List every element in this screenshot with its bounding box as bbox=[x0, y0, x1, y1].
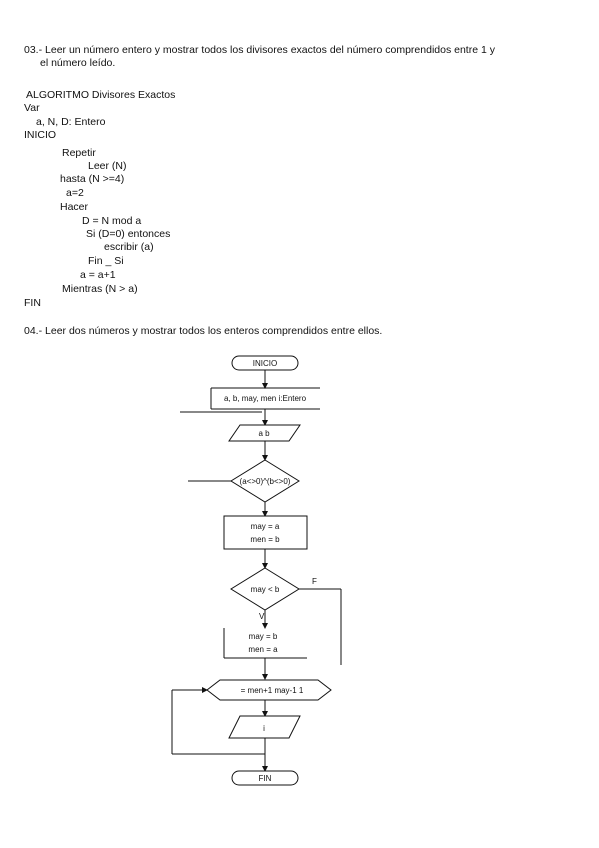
loop-label: = men+1 may-1 1 bbox=[241, 686, 304, 695]
exercise-3-heading: 03.- Leer un número entero y mostrar tod… bbox=[24, 44, 495, 56]
assign-1-line2: men = b bbox=[250, 535, 280, 544]
decision-2-label: may < b bbox=[251, 585, 280, 594]
code-line: Mientras (N > a) bbox=[62, 283, 138, 295]
assign-1-line1: may = a bbox=[251, 522, 280, 531]
assign-block-1 bbox=[223, 515, 308, 550]
write-label: i bbox=[263, 724, 265, 733]
exercise-3-heading-continued: el número leído. bbox=[40, 57, 116, 69]
assign-2-line1: may = b bbox=[249, 632, 278, 641]
assign-2-line2: men = a bbox=[248, 645, 278, 654]
exercise-4-heading: 04.- Leer dos números y mostrar todos lo… bbox=[24, 325, 383, 337]
code-line: Repetir bbox=[62, 147, 96, 159]
code-line: hasta (N >=4) bbox=[60, 173, 125, 185]
code-line: a=2 bbox=[66, 187, 84, 199]
end-label: FIN bbox=[259, 774, 272, 783]
code-line: escribir (a) bbox=[104, 241, 154, 253]
code-line: FIN bbox=[24, 297, 41, 309]
code-line: a = a+1 bbox=[80, 269, 116, 281]
code-line: a, N, D: Entero bbox=[36, 116, 106, 128]
code-line: Si (D=0) entonces bbox=[86, 228, 171, 240]
code-line: D = N mod a bbox=[82, 215, 142, 227]
read-input bbox=[228, 424, 301, 442]
read-label: a b bbox=[258, 429, 270, 438]
code-line: INICIO bbox=[24, 129, 57, 141]
no-branch-label: F bbox=[312, 577, 317, 586]
start-label: INICIO bbox=[253, 359, 277, 368]
code-line: Fin _ Si bbox=[88, 255, 124, 267]
code-line: Hacer bbox=[60, 201, 89, 213]
code-line: Leer (N) bbox=[88, 160, 127, 172]
decision-1-label: (a<>0)^(b<>0) bbox=[240, 477, 291, 486]
write-output bbox=[228, 715, 301, 739]
end-terminator bbox=[231, 770, 299, 786]
yes-branch-label: V bbox=[259, 612, 265, 621]
code-line: ALGORITMO Divisores Exactos bbox=[26, 89, 176, 101]
code-line: Var bbox=[24, 102, 40, 114]
declaration-text: a, b, may, men i:Entero bbox=[224, 394, 307, 403]
